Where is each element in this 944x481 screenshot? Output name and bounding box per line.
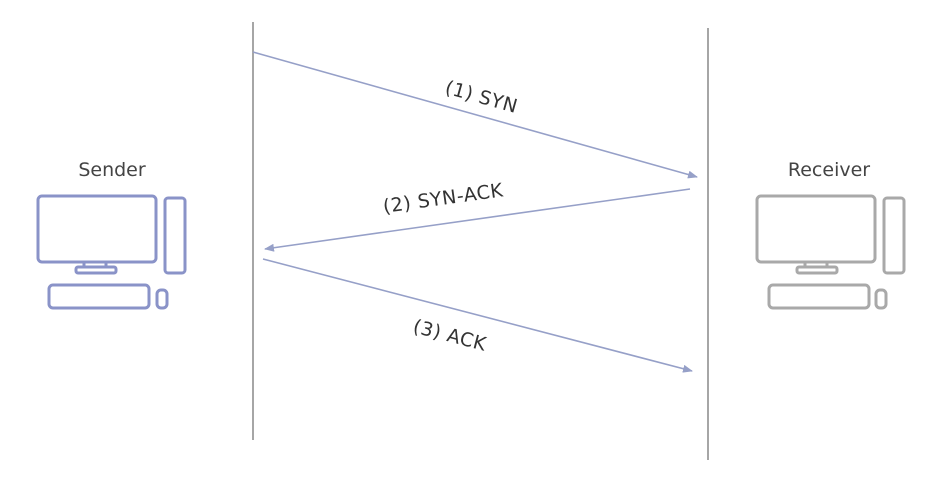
sender-label: Sender [78, 159, 146, 181]
syn-arrow [252, 51, 698, 179]
ack-arrow [262, 258, 693, 373]
receiver-computer-icon [755, 194, 906, 310]
sender-computer-icon [36, 194, 187, 310]
receiver-label: Receiver [788, 159, 870, 181]
syn-ack-arrow [264, 188, 691, 252]
syn-label: (1) SYN [443, 77, 521, 118]
ack-label: (3) ACK [411, 316, 489, 356]
syn-ack-label: (2) SYN-ACK [382, 179, 505, 218]
